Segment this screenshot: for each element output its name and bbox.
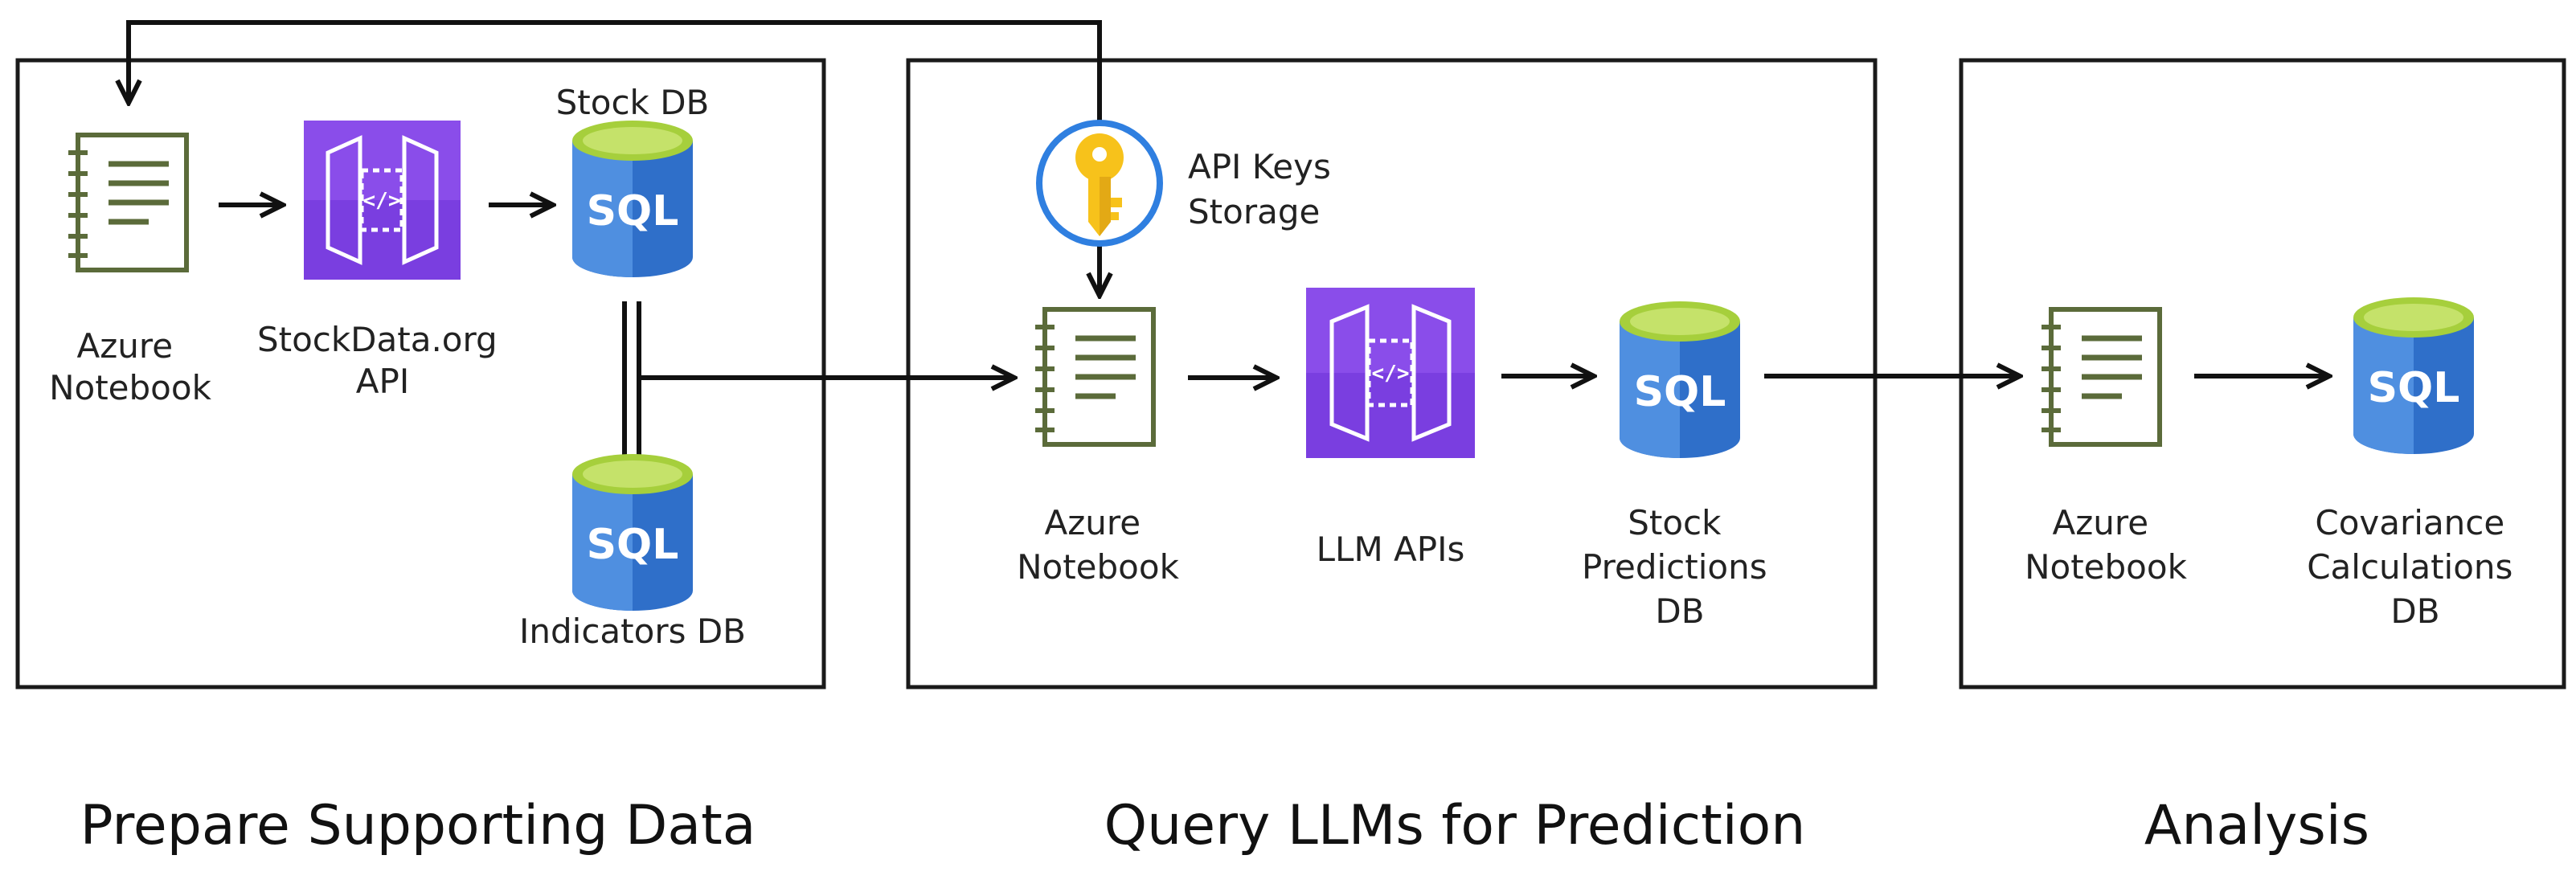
notebook-icon [68,133,189,272]
sql-database-icon: SQL [572,121,693,277]
llm-api-glyph: </> [1372,362,1410,386]
key-vault-icon [1036,120,1163,247]
api-gateway-icon: </> [304,121,461,280]
prepare-notebook-label: Azure Notebook [49,326,211,407]
covariance-db-label: Covariance Calculations DB [2307,503,2524,631]
stage-title-analysis: Analysis [2144,794,2369,857]
api-gateway-icon: </> [1306,288,1475,458]
indicators-db-icon-text: SQL [587,521,679,569]
predictions-db-icon-text: SQL [1634,368,1726,416]
sql-database-icon: SQL [1620,301,1740,458]
notebook-icon [2042,307,2162,447]
connectors [129,20,2329,470]
covariance-db-icon-text: SQL [2368,364,2460,412]
stock-db-icon-text: SQL [587,187,679,235]
stockdata-api-label: StockData.org API [257,320,508,401]
stage-title-query: Query LLMs for Prediction [1104,794,1806,857]
predictions-db-label: Stock Predictions DB [1582,503,1778,631]
stock-db-label: Stock DB [556,83,710,122]
notebook-icon [1035,307,1156,447]
llm-apis-label: LLM APIs [1317,530,1465,569]
sql-database-icon: SQL [2353,297,2474,454]
sql-database-icon: SQL [572,454,693,611]
stage-title-prepare: Prepare Supporting Data [80,794,756,857]
api-keys-label: API Keys Storage [1188,147,1341,231]
stage-box-prepare [15,58,826,689]
stockdata-api-glyph: </> [363,189,401,213]
query-notebook-label: Azure Notebook [1017,503,1179,587]
indicators-db-label: Indicators DB [519,612,746,651]
keys-to-notebook-loop-arrow [129,20,1102,137]
analysis-notebook-label: Azure Notebook [2025,503,2187,587]
